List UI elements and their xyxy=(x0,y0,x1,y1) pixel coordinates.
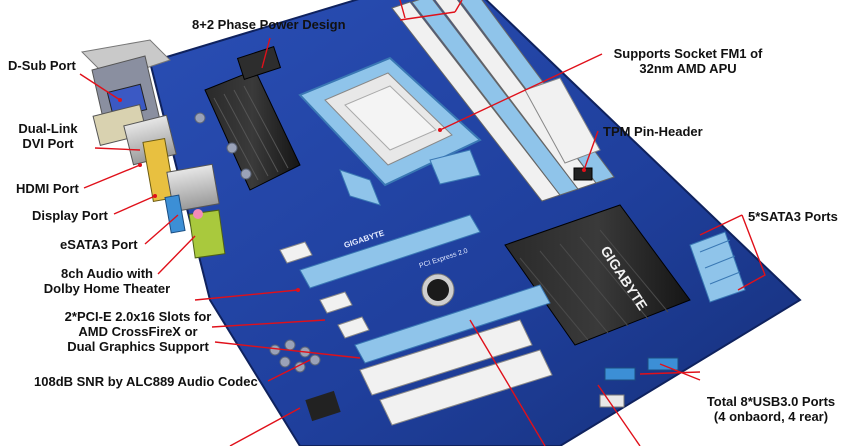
label-dsub-port: D-Sub Port xyxy=(8,58,76,73)
sata-ports xyxy=(689,231,746,303)
label-tpm: TPM Pin-Header xyxy=(603,124,703,139)
vrm-heatsink xyxy=(204,46,301,191)
tpm-header xyxy=(573,167,593,181)
atx-power-connector xyxy=(524,77,601,164)
label-audio-line2: Dolby Home Theater xyxy=(43,281,171,296)
audio-jack-pink xyxy=(193,209,203,219)
label-pcie-line2: AMD CrossFireX or xyxy=(78,324,198,339)
label-socket-line1: Supports Socket FM1 of xyxy=(613,46,763,61)
label-power-design: 8+2 Phase Power Design xyxy=(192,17,346,32)
callout-lines xyxy=(79,0,766,446)
audio-jacks-yellow xyxy=(142,137,176,203)
chipset-heatsink: GIGABYTE xyxy=(504,204,691,346)
label-socket: Supports Socket FM1 of 32nm AMD APU xyxy=(600,46,776,76)
label-usb: Total 8*USB3.0 Ports (4 onbaord, 4 rear) xyxy=(696,394,846,424)
label-esata-port: eSATA3 Port xyxy=(60,237,138,252)
label-display-port: Display Port xyxy=(32,208,108,223)
label-dual-link-dvi: Dual-Link DVI Port xyxy=(8,121,88,151)
label-audio-line1: 8ch Audio with xyxy=(61,266,153,281)
audio-jacks-green xyxy=(188,209,226,259)
usb3-rear xyxy=(164,194,186,234)
usb3-headers xyxy=(599,357,679,408)
cpu-socket xyxy=(298,56,482,206)
rear-io-block xyxy=(80,39,226,259)
label-pcie-slots: 2*PCI-E 2.0x16 Slots for AMD CrossFireX … xyxy=(48,309,228,354)
label-sata: 5*SATA3 Ports xyxy=(748,209,838,224)
label-audio: 8ch Audio with Dolby Home Theater xyxy=(12,266,202,296)
label-socket-line2: 32nm AMD APU xyxy=(639,61,737,76)
capacitors xyxy=(194,112,321,373)
audio-codec-chip xyxy=(305,390,341,422)
label-dual-link-dvi-line2: DVI Port xyxy=(22,136,74,151)
label-snr-codec: 108dB SNR by ALC889 Audio Codec xyxy=(34,374,258,389)
label-dual-link-dvi-line1: Dual-Link xyxy=(18,121,78,136)
label-hdmi-port: HDMI Port xyxy=(16,181,79,196)
label-usb-line2: (4 onbaord, 4 rear) xyxy=(713,409,829,424)
label-usb-line1: Total 8*USB3.0 Ports xyxy=(706,394,836,409)
label-pcie-line1: 2*PCI-E 2.0x16 Slots for xyxy=(64,309,212,324)
label-pcie-line3: Dual Graphics Support xyxy=(67,339,209,354)
pci-slots xyxy=(359,319,553,426)
